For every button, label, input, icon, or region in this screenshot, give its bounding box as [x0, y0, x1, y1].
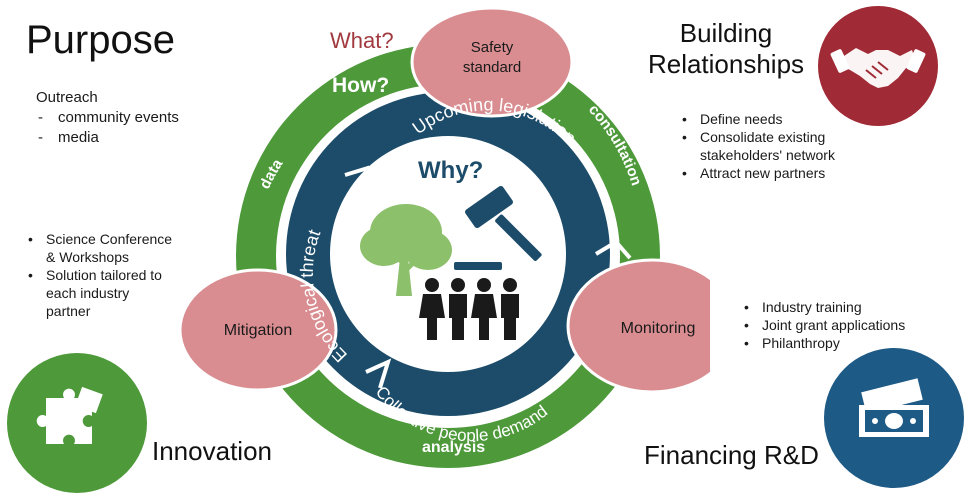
- financing-list: Industry training Joint grant applicatio…: [740, 298, 950, 352]
- gavel-icon: [454, 185, 542, 270]
- list-item: Joint grant applications: [740, 316, 950, 334]
- building-relationships-title: Building Relationships: [646, 18, 806, 80]
- tree-icon: [360, 204, 452, 296]
- purpose-title: Purpose: [26, 18, 175, 62]
- analysis-label: analysis: [422, 439, 485, 456]
- building-title-line1: Building: [679, 18, 773, 48]
- outreach-heading: Outreach: [36, 89, 98, 106]
- list-item: Philanthropy: [740, 334, 950, 352]
- building-title-line2: Relationships: [647, 49, 805, 79]
- people-icon: [419, 278, 519, 340]
- monitoring-node: [566, 258, 710, 394]
- outreach-block: Outreach community events media: [36, 88, 236, 148]
- innovation-title: Innovation: [152, 436, 272, 466]
- safety-label-line2: standard: [463, 59, 521, 76]
- list-item: Solution tailored to each industry partn…: [24, 266, 204, 320]
- financing-title: Financing R&D: [644, 440, 819, 470]
- safety-label-line1: Safety: [471, 39, 514, 56]
- banknote-circle: [824, 348, 964, 488]
- innovation-bullets: Science Conference & Workshops Solution …: [24, 230, 204, 320]
- innovation-list: Science Conference & Workshops Solution …: [24, 230, 204, 320]
- list-item: community events: [36, 108, 236, 128]
- list-item: Consolidate existing stakeholders' netwo…: [678, 128, 888, 164]
- monitoring-label: Monitoring: [621, 320, 696, 337]
- puzzle-icon: [36, 386, 103, 444]
- relationship-bullets: Define needs Consolidate existing stakeh…: [678, 110, 888, 182]
- mitigation-label: Mitigation: [224, 322, 292, 339]
- why-label: Why?: [418, 157, 483, 184]
- central-diagram: Safety standard Mitigation Monitoring Wh…: [178, 6, 710, 468]
- what-label: What?: [330, 28, 394, 53]
- list-item: Define needs: [678, 110, 888, 128]
- mitigation-node: [178, 268, 338, 392]
- handshake-icon: [830, 48, 926, 88]
- puzzle-circle: [7, 353, 147, 493]
- banknote-icon: [859, 378, 929, 437]
- list-item: Science Conference & Workshops: [24, 230, 204, 266]
- list-item: Attract new partners: [678, 164, 888, 182]
- safety-standard-node: [410, 6, 574, 118]
- list-item: media: [36, 128, 236, 148]
- list-item: Industry training: [740, 298, 950, 316]
- outreach-list: community events media: [36, 108, 236, 148]
- how-label: How?: [332, 74, 389, 97]
- relationship-list: Define needs Consolidate existing stakeh…: [678, 110, 888, 182]
- handshake-circle: [818, 6, 938, 126]
- financing-bullets: Industry training Joint grant applicatio…: [740, 298, 950, 352]
